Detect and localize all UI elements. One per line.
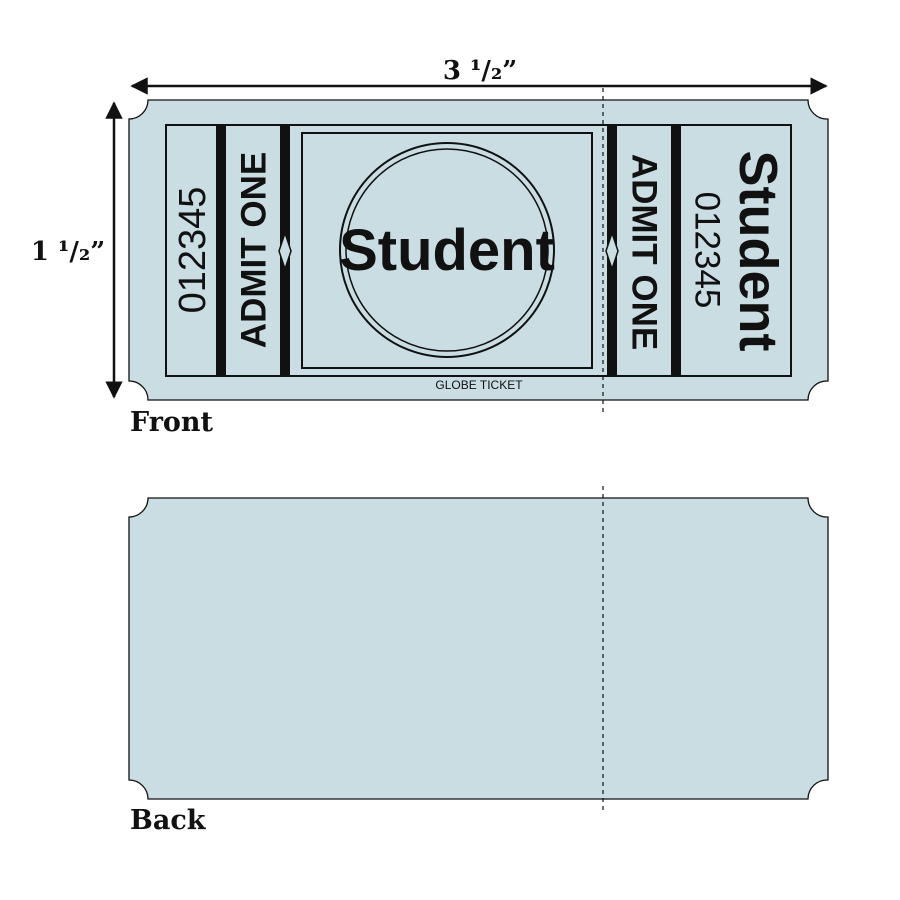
main-title: Student	[339, 218, 555, 283]
ticket-front-outline	[128, 99, 829, 401]
width-label: 3 ¹/₂”	[443, 56, 517, 86]
ticket-back-outline	[128, 497, 829, 800]
diamond-right	[605, 230, 619, 272]
serial-number-right: 012345	[688, 192, 727, 309]
diamond-left	[278, 230, 292, 272]
left-bar-1	[216, 125, 226, 376]
front-caption: Front	[130, 407, 214, 438]
admit-one-left: ADMIT ONE	[235, 152, 274, 348]
height-dimension: 1 ¹/₂”	[31, 101, 123, 399]
center-circle-outer	[339, 142, 555, 358]
ticket-back	[128, 486, 829, 812]
height-label: 1 ¹/₂”	[31, 237, 105, 267]
center-circle-inner	[345, 148, 549, 352]
admit-one-right: ADMIT ONE	[625, 154, 664, 350]
inner-border	[165, 124, 792, 377]
width-dimension: 3 ¹/₂”	[130, 56, 828, 95]
brand-name: GLOBE TICKET	[435, 378, 523, 392]
ticket-front: 012345 ADMIT ONE Student GLOBE TICKET AD…	[128, 88, 829, 415]
right-bar-2	[671, 125, 681, 376]
serial-number-left: 012345	[172, 187, 214, 314]
stub-title: Student	[728, 151, 788, 352]
center-panel	[301, 132, 593, 369]
back-caption: Back	[130, 805, 207, 836]
